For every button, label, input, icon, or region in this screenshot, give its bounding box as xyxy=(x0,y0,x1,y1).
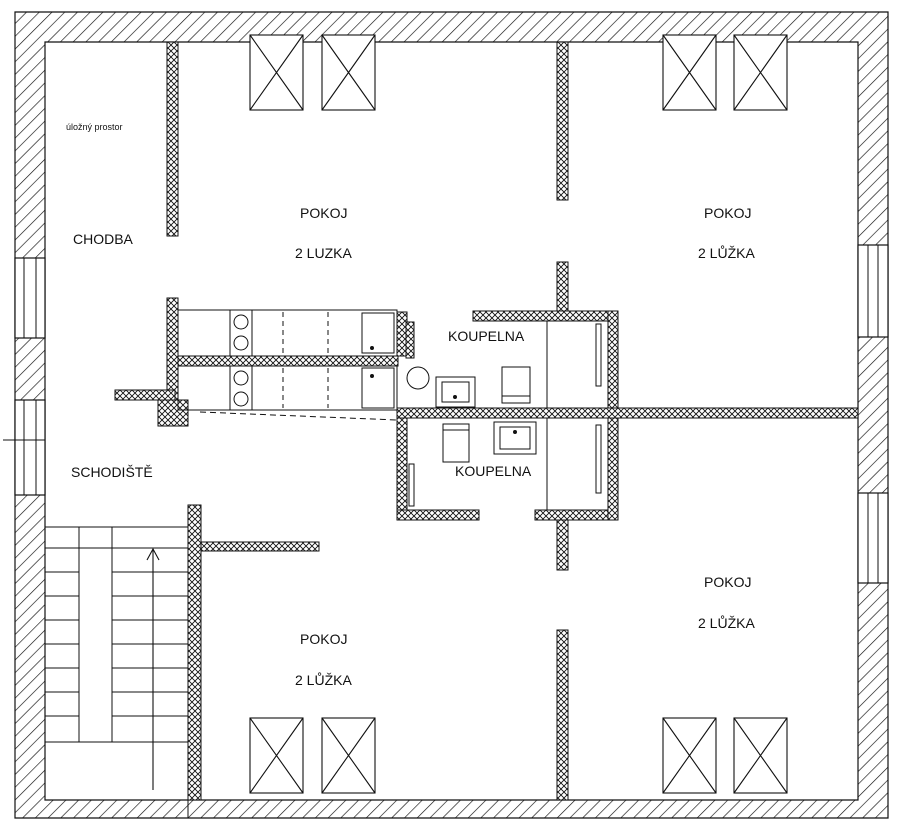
partition-bottom-left-stub xyxy=(200,541,320,552)
window-cross-icon xyxy=(733,34,788,111)
door-slots xyxy=(408,323,602,507)
partition-bottom-rooms-stub xyxy=(556,519,569,571)
storage-label: úložný prostor xyxy=(66,122,123,132)
sink-lower xyxy=(361,367,395,409)
counter-upper xyxy=(177,309,398,357)
partition-entry-stub xyxy=(114,389,176,401)
toilet-icon xyxy=(406,366,430,390)
arrow-up-icon xyxy=(146,547,160,790)
bath-top-label: KOUPELNA xyxy=(448,328,525,344)
right-window-lower xyxy=(857,492,889,584)
partition-bath-bot-right xyxy=(607,417,619,521)
hob-upper xyxy=(229,309,253,357)
partition-entry-post xyxy=(157,399,189,427)
roof-windows xyxy=(249,34,788,794)
partition-bath-bot-left xyxy=(396,417,408,521)
partition-bottom-rooms xyxy=(556,629,569,801)
window-cross-icon xyxy=(662,34,717,111)
partition-bath-top-door xyxy=(405,321,415,359)
partition-central xyxy=(396,407,859,419)
left-window-upper xyxy=(14,257,46,339)
shower-tray-icon xyxy=(501,366,531,404)
hob-lower xyxy=(229,365,253,411)
partition-stair-side xyxy=(187,504,202,801)
window-cross-icon xyxy=(662,717,717,794)
room-labels: úložný prostor CHODBA SCHODIŠTĚ POKOJ 2 … xyxy=(66,122,755,688)
room-br-beds: 2 LŮŽKA xyxy=(698,614,755,631)
room-tl-name: POKOJ xyxy=(300,205,347,221)
outer-walls xyxy=(14,11,889,819)
partition-top-bath-stub xyxy=(556,261,569,313)
window-cross-icon xyxy=(321,34,376,111)
bath-bottom-label: KOUPELNA xyxy=(455,463,532,479)
window-cross-icon xyxy=(733,717,788,794)
counter-lower xyxy=(177,365,398,411)
room-tl-beds: 2 LUZKA xyxy=(295,245,352,261)
room-bl-beds: 2 LŮŽKA xyxy=(295,671,352,688)
partition-bath-bot-lower-r xyxy=(534,509,619,521)
partition-top-rooms xyxy=(556,41,569,201)
room-tr-beds: 2 LŮŽKA xyxy=(698,244,755,261)
corridor-label: CHODBA xyxy=(73,231,134,247)
sink-upper xyxy=(361,312,395,354)
window-cross-icon xyxy=(249,34,304,111)
right-window-upper xyxy=(857,244,889,338)
room-br-name: POKOJ xyxy=(704,574,751,590)
room-bl-name: POKOJ xyxy=(300,631,347,647)
left-window-lower xyxy=(14,399,46,496)
interior-partitions xyxy=(114,41,859,801)
staircase-steps xyxy=(44,526,189,743)
partition-bath-top-upper xyxy=(472,310,619,322)
partition-kitchen-mid xyxy=(177,355,399,367)
kitchenette xyxy=(177,309,398,421)
partition-bath-bot-lower xyxy=(396,509,480,521)
partition-corridor-storage xyxy=(166,41,179,237)
staircase-label: SCHODIŠTĚ xyxy=(71,464,153,480)
bath-fixtures xyxy=(406,321,548,510)
room-tr-name: POKOJ xyxy=(704,205,751,221)
window-cross-icon xyxy=(249,717,304,794)
window-cross-icon xyxy=(321,717,376,794)
partition-bath-top-right xyxy=(607,310,619,409)
